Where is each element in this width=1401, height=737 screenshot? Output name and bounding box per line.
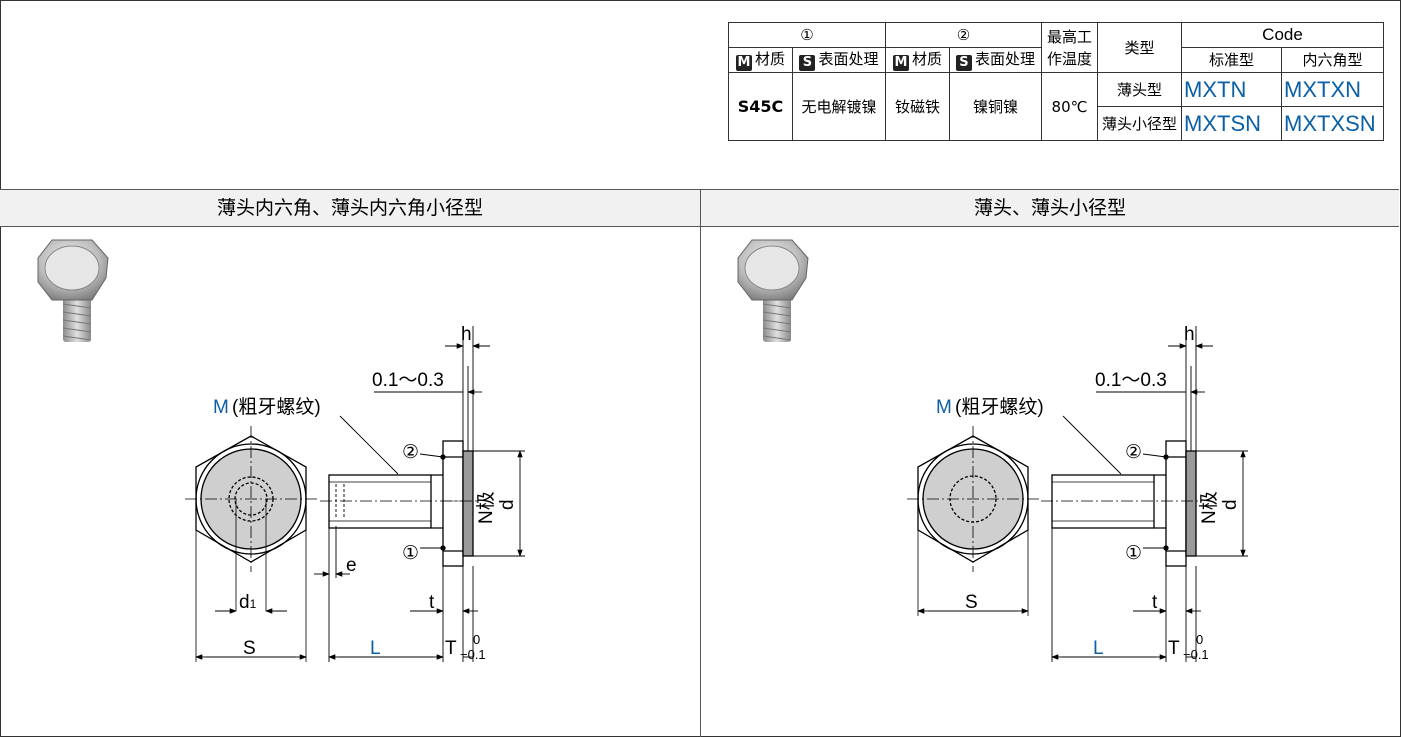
surface-badge: S (955, 54, 972, 71)
right-drawing: h 0.1～0.3 M (粗牙螺纹) ② ① N极 d t S L T 0 −0… (737, 239, 1248, 662)
dim-t: t (429, 592, 435, 613)
material2-value: 钕磁铁 (885, 72, 950, 141)
north-pole-label: N极 (475, 491, 497, 524)
max-temp-value: 80℃ (1041, 72, 1098, 141)
side-view (320, 440, 480, 567)
code-std-row-2: MXTSN (1181, 106, 1282, 141)
north-pole-label: N极 (1198, 491, 1220, 524)
surface-badge: S (799, 54, 816, 71)
callout-1: ① (402, 543, 419, 564)
left-drawing: h 0.1～0.3 M (粗牙螺纹) ② ① N极 d e d1 t S L T… (37, 239, 525, 662)
part1-header: ① (728, 22, 886, 48)
dim-e: e (346, 555, 357, 576)
surface2-value: 镍铜镍 (949, 72, 1042, 141)
callout-1: ① (1125, 543, 1142, 564)
callout-2: ② (1125, 442, 1142, 463)
dim-d1: d1 (239, 592, 257, 613)
dim-T: T (445, 638, 457, 659)
hex-header: 内六角型 (1281, 47, 1384, 73)
code-header: Code (1181, 22, 1384, 48)
callout-2: ② (402, 442, 419, 463)
code-hex-row-1: MXTXN (1281, 72, 1384, 107)
side-view (1041, 440, 1201, 567)
left-panel-title: 薄头内六角、薄头内六角小径型 (0, 189, 700, 227)
dim-T-tol-lower: −0.1 (1183, 647, 1209, 662)
front-view (907, 426, 1041, 616)
std-header: 标准型 (1181, 47, 1282, 73)
material-badge: M (892, 54, 909, 71)
thread-label-m: M (936, 397, 952, 418)
dimensions (195, 326, 525, 662)
dim-l: L (370, 638, 381, 659)
type-row-1: 薄头型 (1097, 72, 1182, 107)
dim-h: h (461, 324, 472, 345)
type-header: 类型 (1097, 22, 1182, 73)
dim-t: t (1152, 592, 1158, 613)
dim-h: h (1184, 324, 1195, 345)
material-badge: M (735, 54, 752, 71)
code-hex-row-2: MXTXSN (1281, 106, 1384, 141)
part2-header: ② (885, 22, 1042, 48)
dimensions (917, 326, 1248, 662)
type-row-2: 薄头小径型 (1097, 106, 1182, 141)
dim-d: d (497, 499, 518, 510)
code-std-row-1: MXTN (1181, 72, 1282, 107)
product-photo (37, 239, 109, 342)
dim-gap: 0.1～0.3 (1095, 370, 1167, 391)
panel-divider (700, 189, 701, 737)
thread-label-m: M (213, 397, 229, 418)
dim-d: d (1220, 499, 1241, 510)
surface1-value: 无电解镀镍 (792, 72, 886, 141)
material1-value: S45C (728, 72, 793, 141)
dim-s: S (243, 638, 256, 659)
dim-T-tol-lower: −0.1 (460, 647, 486, 662)
product-photo (737, 239, 809, 342)
dim-T-tol-upper: 0 (1196, 632, 1203, 647)
max-temp-header: 最高工作温度 (1041, 22, 1098, 73)
front-view (185, 426, 318, 662)
dim-s: S (965, 592, 978, 613)
dim-l: L (1093, 638, 1104, 659)
thread-label-note: (粗牙螺纹) (955, 396, 1044, 418)
thread-label-note: (粗牙螺纹) (232, 396, 321, 418)
right-panel-title: 薄头、薄头小径型 (701, 189, 1399, 227)
dim-T: T (1168, 638, 1180, 659)
dim-gap: 0.1～0.3 (372, 370, 444, 391)
dim-T-tol-upper: 0 (473, 632, 480, 647)
